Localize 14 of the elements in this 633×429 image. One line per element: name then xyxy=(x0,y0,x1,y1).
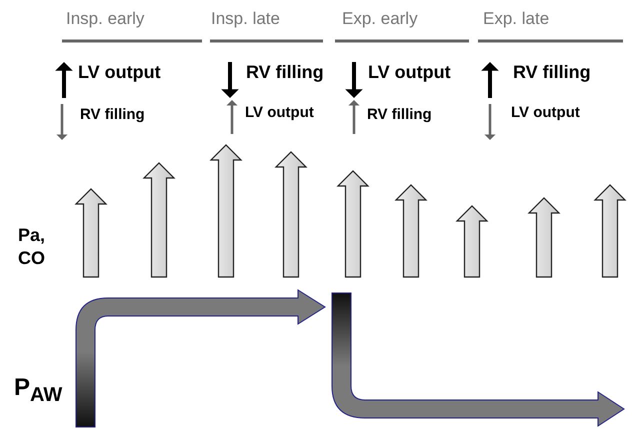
column-heading: Exp. early xyxy=(342,10,418,29)
effect-label: RV filling xyxy=(367,107,432,124)
effect-label: LV output xyxy=(511,105,580,122)
effect-label: LV output xyxy=(245,105,314,122)
effect-label: LV output xyxy=(78,63,161,83)
axis-label: P$_{AW}$ xyxy=(14,375,62,406)
column-heading: Insp. early xyxy=(66,10,144,29)
effect-label: RV filling xyxy=(246,63,324,83)
column-heading: Insp. late xyxy=(211,10,280,29)
axis-label: Pa, CO xyxy=(18,224,46,269)
effect-label: RV filling xyxy=(80,107,145,124)
effect-label: RV filling xyxy=(513,63,591,83)
effect-label: LV output xyxy=(368,63,451,83)
column-heading: Exp. late xyxy=(483,10,550,29)
